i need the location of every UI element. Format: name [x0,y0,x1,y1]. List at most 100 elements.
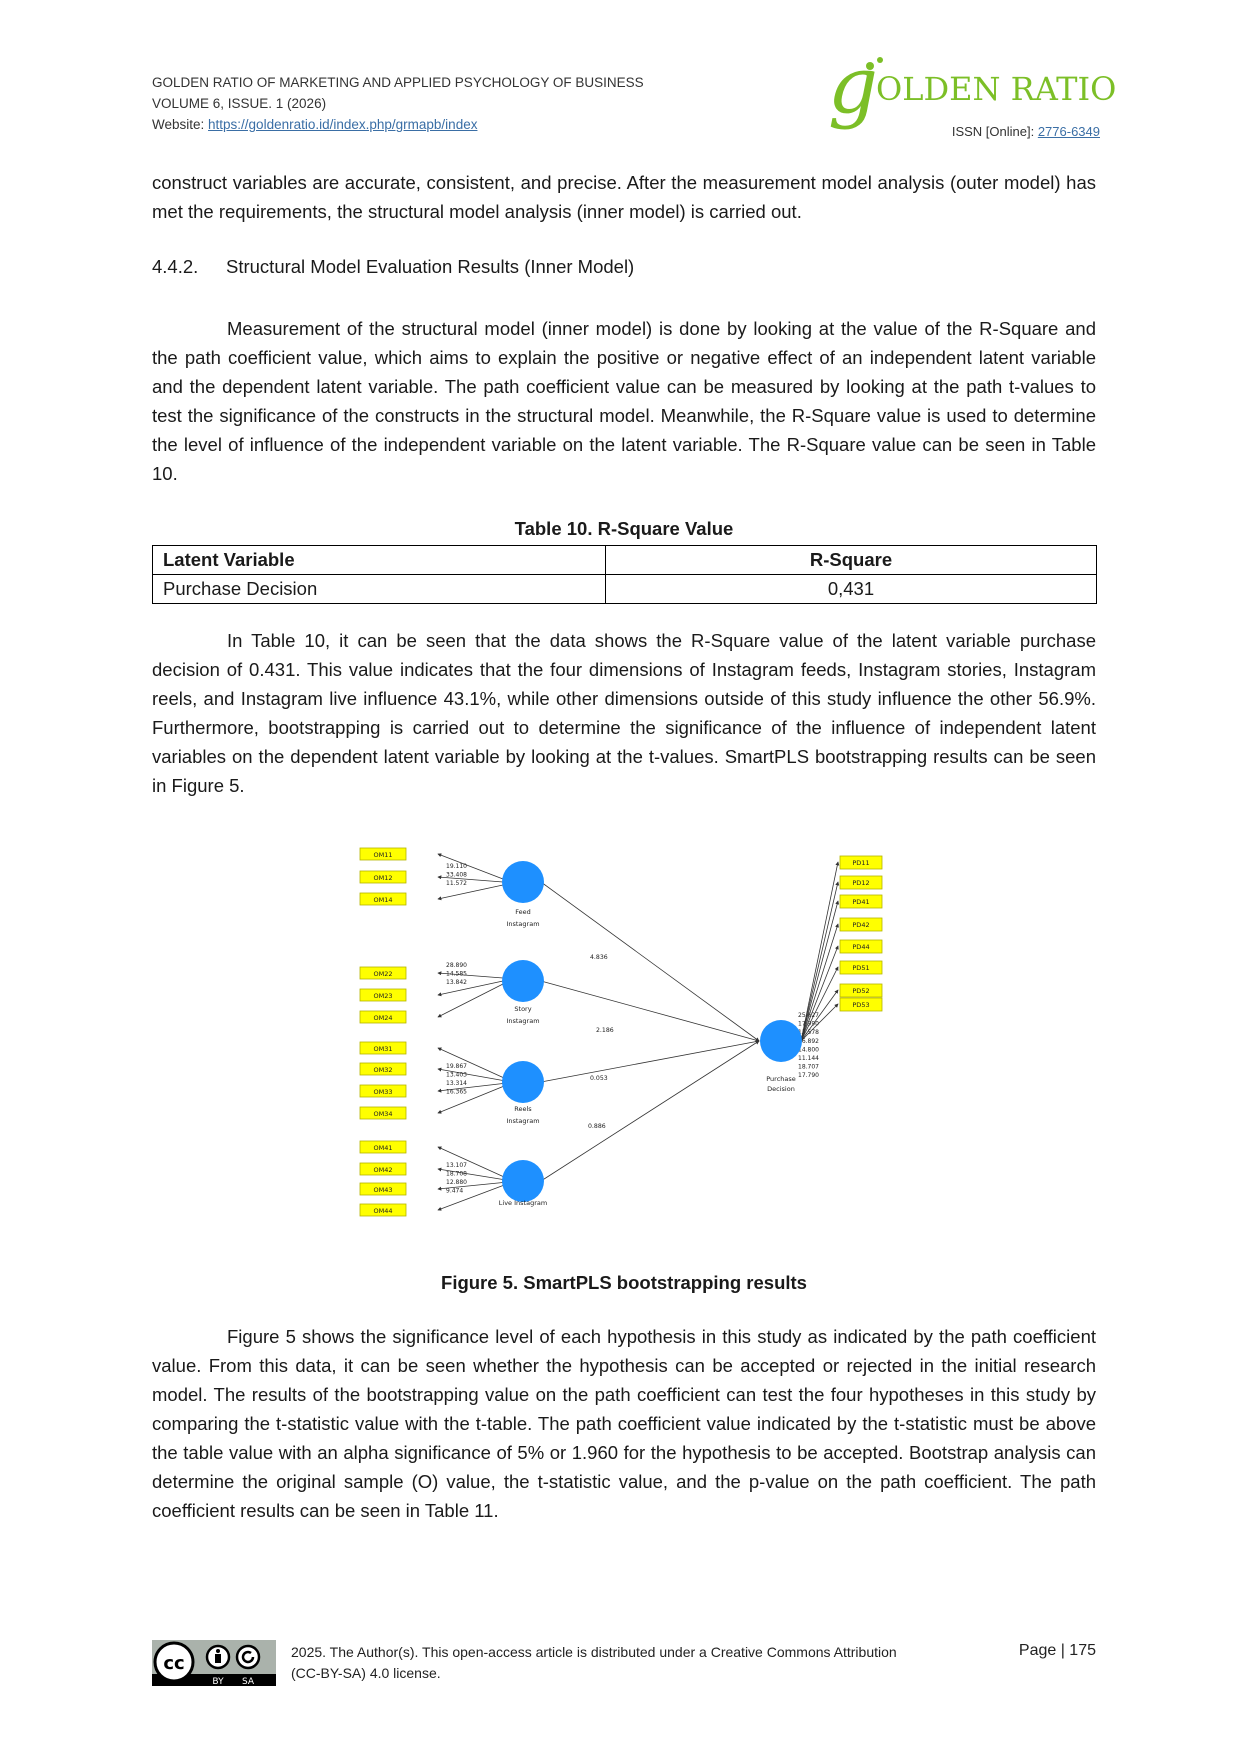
license-text: 2025. The Author(s). This open-access ar… [291,1642,991,1684]
indicator-label: PD42 [852,921,869,929]
indicator-label: PD12 [852,879,869,887]
loading-value: 14.585 [446,971,467,978]
indicator-arrow [800,966,839,1042]
license-line-1: 2025. The Author(s). This open-access ar… [291,1644,897,1660]
indicator-arrow [437,875,504,883]
sa-icon [235,1644,261,1670]
indicator-box [359,1203,407,1217]
issn-link[interactable]: 2776-6349 [1037,124,1100,139]
table-cell: Purchase Decision [152,574,606,604]
indicator-box [839,855,883,870]
journal-title: GOLDEN RATIO OF MARKETING AND APPLIED PS… [152,75,644,90]
indicator-label: PD52 [852,987,869,995]
indicator-box [359,1106,407,1120]
indicator-box [839,960,883,975]
issn: ISSN [Online]: 2776-6349 [952,124,1100,139]
loading-value: 9.474 [446,1188,463,1195]
latent-variable-node [502,960,544,1002]
svg-text:SA: SA [242,1677,255,1687]
indicator-label: OM33 [374,1088,393,1096]
indicator-box [839,917,883,932]
loading-value: 11.572 [446,880,467,887]
indicator-label: OM43 [374,1186,393,1194]
indicator-label: OM31 [374,1045,393,1053]
path-arrow [540,881,760,1042]
table-header-cell: Latent Variable [152,545,606,575]
journal-volume: VOLUME 6, ISSUE. 1 (2026) [152,96,327,111]
indicator-box [359,1140,407,1154]
loading-value: 16.365 [446,1089,467,1096]
table-header-cell: R-Square [605,545,1097,575]
table-header-row: Latent Variable R-Square [152,545,1097,575]
latent-variable-label: Instagram [506,1117,539,1125]
indicator-arrow [437,1146,504,1177]
indicator-box [359,847,407,861]
loading-value: 17.790 [798,1072,819,1079]
indicator-label: OM14 [374,896,393,904]
path-coefficient-value: 0.886 [588,1123,606,1130]
loading-value: 13.578 [798,1029,819,1036]
path-arrow [540,980,760,1043]
indicator-arrow [800,881,840,1042]
loading-value: 17.990 [798,1021,819,1028]
indicator-box [359,1062,407,1076]
latent-variable-label: Story [514,1005,531,1013]
path-coefficient-value: 2.186 [596,1027,614,1034]
page-number: Page | 175 [1018,1642,1096,1659]
indicator-arrow [800,1003,839,1042]
indicator-arrow [800,900,840,1042]
loading-value: 11.144 [798,1055,819,1062]
license-line-2: (CC-BY-SA) 4.0 license. [291,1665,441,1681]
latent-variable-label: Live Instagram [499,1199,547,1207]
indicator-label: PD51 [852,964,869,972]
section-title: Structural Model Evaluation Results (Inn… [226,256,635,277]
latent-variable-node [502,1061,544,1103]
indicator-label: OM44 [374,1207,393,1215]
journal-website: Website: https://goldenratio.id/index.ph… [152,114,644,135]
loading-value: 14.800 [798,1046,819,1053]
website-label: Website: [152,117,209,132]
loading-value: 13.842 [446,979,467,986]
indicator-label: OM42 [374,1166,393,1174]
indicator-arrow [437,1047,504,1078]
indicator-arrow [437,980,504,997]
website-link[interactable]: https://goldenratio.id/index.php/grmapb/… [208,117,478,132]
indicator-label: OM34 [374,1110,393,1118]
latent-variable-node [502,861,544,903]
indicator-arrow [437,983,504,1018]
indicator-label: OM41 [374,1144,393,1152]
paragraph-4: Figure 5 shows the significance level of… [152,1326,1096,1521]
indicator-label: OM32 [374,1066,393,1074]
indicator-box [359,1182,407,1196]
indicator-label: OM23 [374,992,393,1000]
indicator-box [359,988,407,1002]
indicator-box [839,875,883,890]
indicator-box [359,966,407,980]
loading-value: 19.867 [446,1063,467,1070]
indicator-label: OM12 [374,874,393,882]
loading-value: 33.408 [446,872,467,879]
indicator-arrow [437,1185,504,1211]
indicator-arrow [800,945,839,1042]
svg-text:BY: BY [212,1677,224,1687]
indicator-label: PD53 [852,1001,869,1009]
indicator-arrow [437,884,504,901]
path-coefficient-value: 0.053 [590,1075,608,1082]
indicator-arrow [437,1086,504,1114]
svg-text:g: g [828,41,878,131]
table-row: Purchase Decision 0,431 [152,574,1097,604]
indicator-box [359,870,407,884]
indicator-arrow [437,853,504,880]
latent-variable-label: Decision [767,1085,795,1093]
indicator-box [359,1084,407,1098]
indicator-arrow [437,1182,504,1191]
logo-wordmark: OLDEN RATIO [876,70,1116,108]
indicator-arrow [437,1167,504,1180]
loading-value: 16.892 [798,1038,819,1045]
path-arrow [540,1040,760,1182]
indicator-box [839,983,883,998]
loading-value: 19.110 [446,863,467,870]
loading-value: 13.314 [446,1080,467,1087]
table-cell: 0,431 [605,574,1097,604]
